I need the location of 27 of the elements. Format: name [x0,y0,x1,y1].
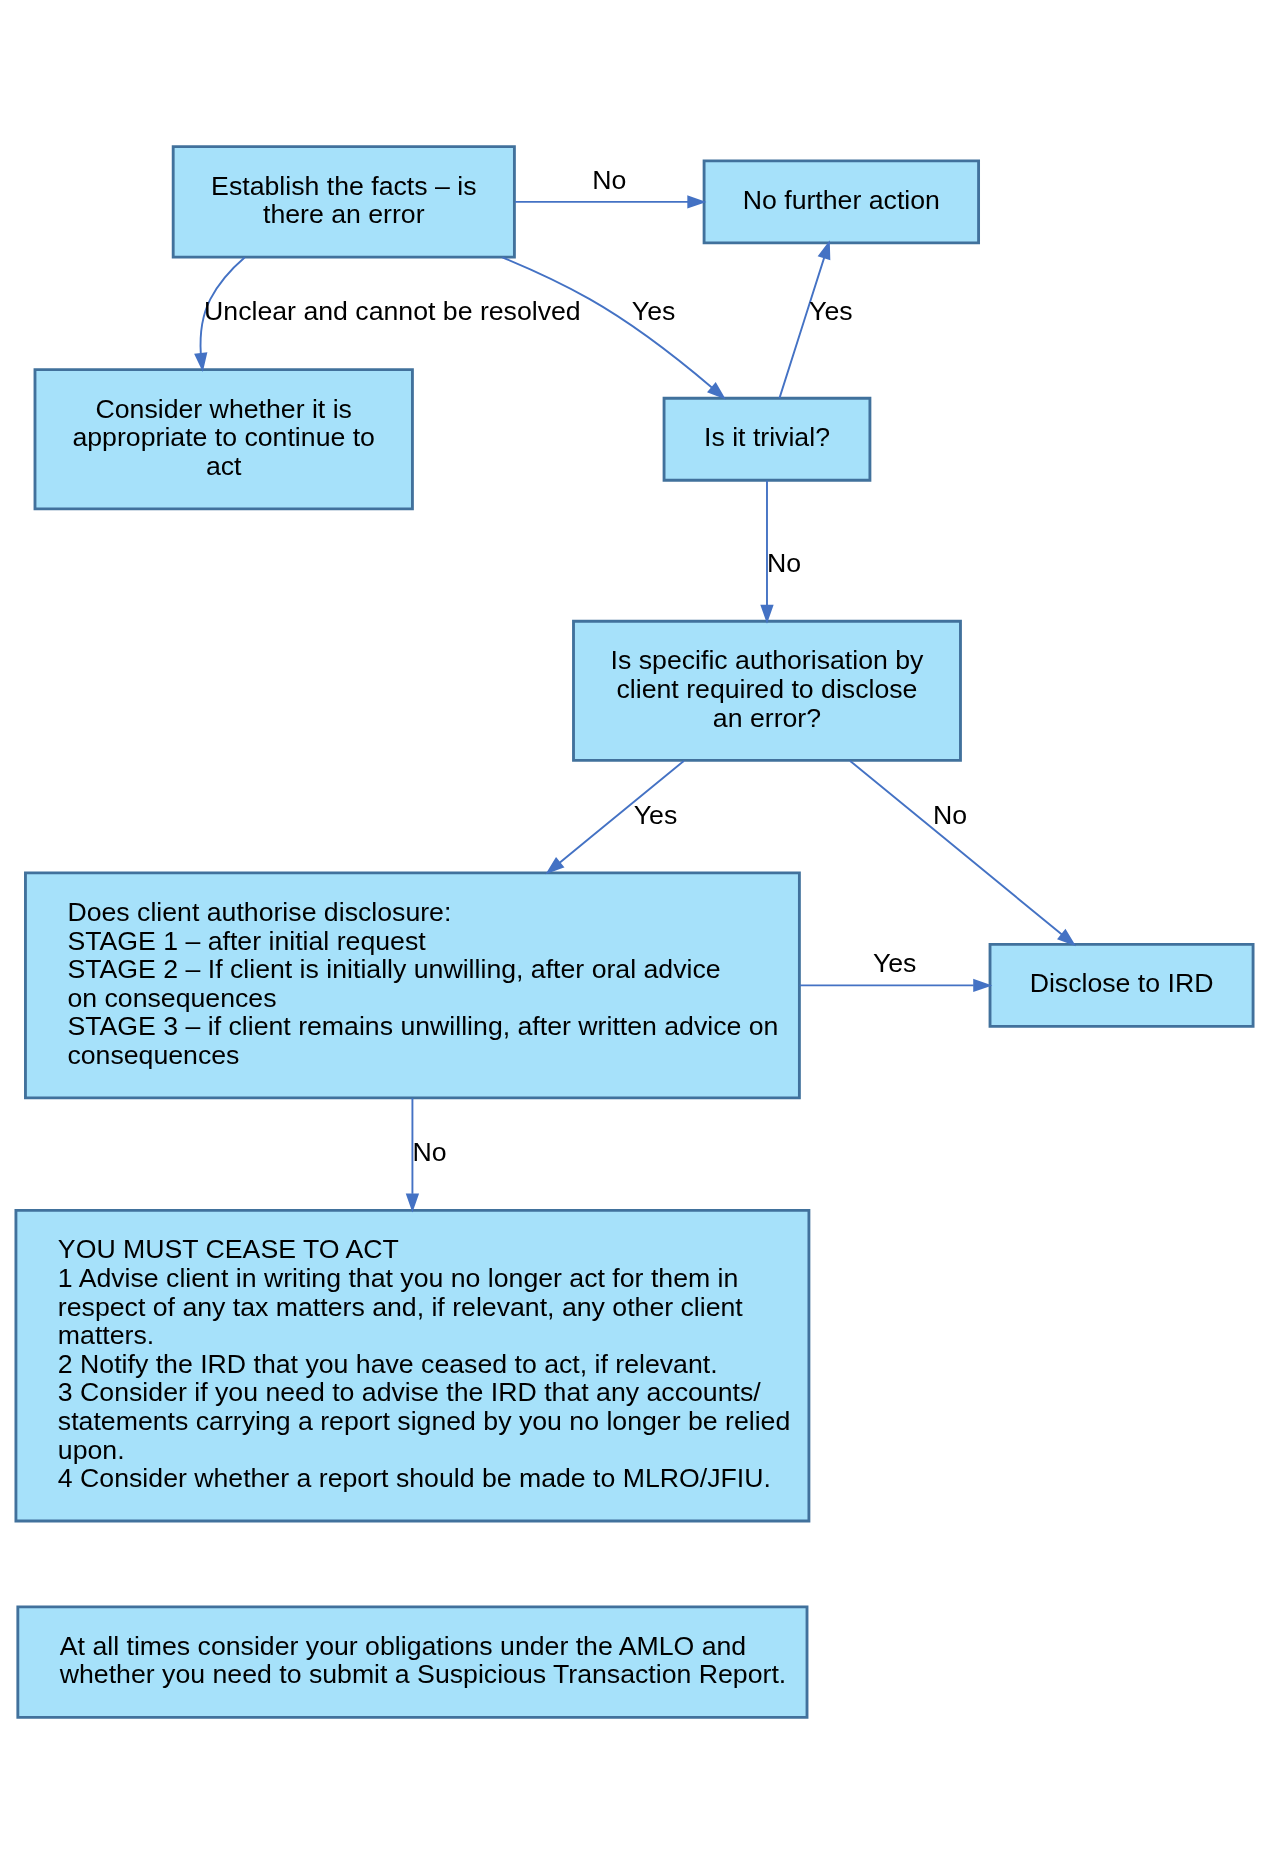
node-box: Is it trivial? [662,396,872,482]
arrow [194,256,246,372]
arrow [798,978,993,992]
arrow [514,194,707,209]
arrow [778,239,831,399]
edge-label: No [412,1136,447,1167]
node-box: Consider whether it is appropriate to continue to act [33,367,414,510]
edge-label: No [932,799,968,830]
edge-label: No [767,547,802,578]
node-box: At all times consider your obligations under the AMLO and whether you need to submit a Suspicious Transaction Report. [16,1604,809,1719]
node-box: Establish the facts – is there an error [171,144,516,259]
edge-label: Yes [872,947,917,978]
node-box: No further action [702,159,980,244]
arrow [501,255,726,400]
edge-label: Yes [809,295,853,326]
node-box: YOU MUST CEASE TO ACT 1 Advise client in writing that you no longer act for them in respect of any tax matters and, if relevant, any other client matters. 2 Notify the IRD that you have ceased to act, if relevant. 3 Consider if you need to advise the IRD that any accounts/ statements carrying a report signed by you no longer be relied upon. 4 Consider whether a report should be made to MLRO/JFIU. [14,1208,811,1522]
arrow [849,759,1077,946]
edge-label: Yes [631,295,676,326]
edge-label: Yes [633,799,678,830]
arrow [545,759,685,874]
node-box: Does client authorise disclosure: STAGE 1 – after initial request STAGE 2 – If client is initially unwilling, after oral advice on consequences STAGE 3 – if client remains unwilling, after written advice on consequences [24,871,801,1099]
edge-label: Unclear and cannot be resolved [204,295,581,326]
arrow [760,478,774,624]
node-box: Disclose to IRD [988,942,1255,1028]
node-box: Is specific authorisation by client required to disclose an error? [572,619,962,762]
edge-label: No [592,164,627,195]
arrow [405,1096,420,1213]
